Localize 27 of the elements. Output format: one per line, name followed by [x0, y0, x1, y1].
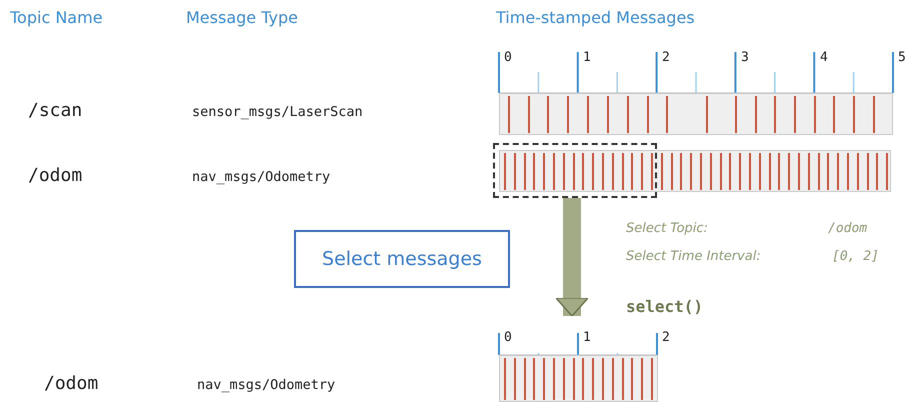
column-heading: Topic Name [10, 8, 103, 27]
tick-label: 2 [662, 50, 670, 65]
tick-label: 0 [504, 330, 512, 345]
selection-label: Select Time Interval: [626, 249, 761, 264]
tick-label: 1 [583, 50, 591, 65]
selection-label: Select Topic: [626, 221, 708, 236]
tick-label: 1 [583, 330, 591, 345]
message-type: nav_msgs/Odometry [197, 377, 336, 393]
topic-name: /scan [28, 100, 82, 121]
tick-label: 3 [741, 50, 749, 65]
topic-name: /odom [28, 165, 82, 186]
tick-label: 0 [504, 50, 512, 65]
process-box: Select messages [294, 230, 510, 288]
tick-label: 2 [662, 330, 670, 345]
message-type: sensor_msgs/LaserScan [192, 104, 363, 120]
message-type: nav_msgs/Odometry [192, 169, 330, 185]
selection-value: /odom [828, 221, 868, 236]
tick-label: 5 [898, 50, 906, 65]
message-strip [499, 150, 891, 192]
column-heading: Time-stamped Messages [496, 8, 695, 27]
selection-value: [0, 2] [832, 249, 879, 264]
message-strip [499, 93, 893, 135]
column-heading: Message Type [186, 8, 298, 27]
topic-name: /odom [44, 373, 98, 394]
selection-box [493, 143, 657, 198]
function-call: select() [626, 297, 704, 316]
tick-label: 4 [820, 50, 828, 65]
